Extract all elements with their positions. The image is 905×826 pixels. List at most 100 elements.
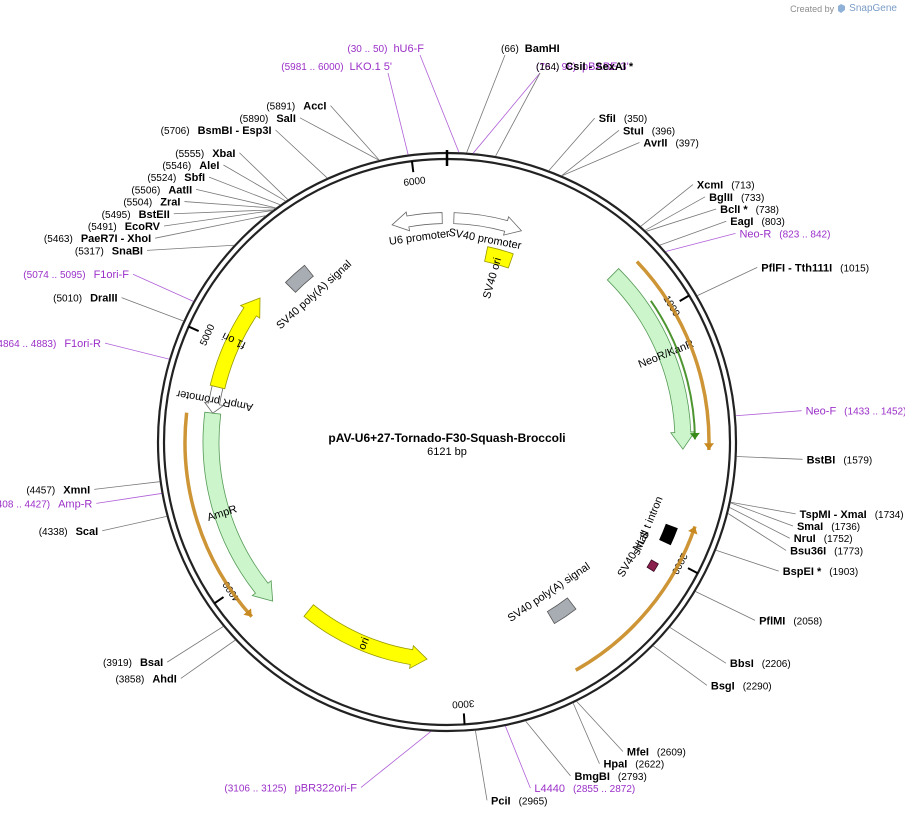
site-position: (738) [756, 205, 779, 216]
enzyme-label-draiii[interactable]: (5010)DraIII [53, 293, 117, 305]
primer-label-hu6-f[interactable]: (30 .. 50)hU6-F [347, 43, 424, 55]
enzyme-label-bbsi[interactable]: BbsI(2206) [730, 658, 791, 670]
feature-neor-kanr[interactable] [606, 267, 696, 450]
feature-sv40-nls[interactable] [646, 559, 659, 572]
leader-line [727, 513, 787, 551]
enzyme-label-xmni[interactable]: (4457)XmnI [26, 484, 90, 496]
feature-sv40-promoter[interactable] [453, 212, 523, 236]
enzyme-label-xbai[interactable]: (5555)XbaI [175, 148, 235, 160]
enzyme-label-bglii[interactable]: BglII(733) [709, 192, 764, 204]
site-name: StuI [623, 125, 644, 137]
site-name: XbaI [212, 148, 235, 160]
enzyme-label-pcii[interactable]: PciI(2965) [491, 795, 547, 807]
enzyme-label-bsu36i[interactable]: Bsu36I(1773) [790, 545, 863, 557]
site-name: pBABE 3' [582, 61, 629, 73]
enzyme-label-tspmi-xmai[interactable]: TspMI - XmaI(1734) [800, 509, 904, 521]
enzyme-label-alei[interactable]: (5546)AleI [162, 160, 219, 172]
site-name: PciI [491, 795, 511, 807]
feature-sv40-poly-a-signal[interactable] [546, 597, 577, 625]
enzyme-label-bamhi[interactable]: (66)BamHI [501, 43, 560, 55]
enzyme-label-xcmi[interactable]: XcmI(713) [697, 180, 755, 192]
leader-line [495, 72, 541, 157]
site-name: AvrII [643, 137, 667, 149]
enzyme-label-sfii[interactable]: SfiI(350) [599, 113, 647, 125]
leader-line [652, 645, 708, 686]
leader-line [472, 72, 541, 154]
enzyme-label-zrai[interactable]: (5504)ZraI [123, 197, 180, 209]
leader-line [132, 273, 194, 302]
leader-line [180, 639, 236, 679]
primer-label-amp-r[interactable]: (4408 .. 4427)Amp-R [0, 498, 92, 510]
enzyme-label-bsgi[interactable]: BsgI(2290) [711, 680, 772, 692]
feature-sv40-ori[interactable] [484, 246, 514, 269]
site-name: F1ori-F [94, 269, 130, 281]
enzyme-label-avrii[interactable]: AvrII(397) [643, 137, 698, 149]
enzyme-label-sbfi[interactable]: (5524)SbfI [147, 172, 205, 184]
enzyme-label-acci[interactable]: (5891)AccI [266, 101, 326, 113]
feature-sv40-poly-a-signal[interactable] [284, 264, 314, 293]
leader-line [275, 129, 328, 179]
leader-line [525, 720, 571, 777]
primer-label-neo-f[interactable]: Neo-F(1433 .. 1452) [806, 406, 905, 418]
tick-label-5000: 5000 [198, 322, 217, 347]
enzyme-label-bmgbi[interactable]: BmgBI(2793) [574, 771, 646, 783]
feature-small-t-intron[interactable] [659, 523, 678, 546]
enzyme-label-hpai[interactable]: HpaI(2622) [603, 759, 664, 771]
enzyme-label-bsteii[interactable]: (5495)BstEII [102, 209, 170, 221]
leader-line [640, 184, 694, 227]
plasmid-name: pAV-U6+27-Tornado-F30-Squash-Broccoli [328, 431, 565, 445]
enzyme-label-paer7i-xhoi[interactable]: (5463)PaeR7I - XhoI [44, 233, 151, 245]
site-name: ScaI [76, 526, 99, 538]
leader-line [669, 627, 727, 664]
site-name: SalI [276, 113, 296, 125]
site-position: (30 .. 50) [347, 44, 387, 55]
primer-binding-arrow [635, 260, 711, 451]
feature-u6-promoter[interactable] [391, 211, 443, 232]
tick-mark-4000 [213, 596, 225, 605]
feature-label-sv40-ori: SV40 ori [481, 256, 504, 300]
enzyme-label-bcli[interactable]: BclI *(738) [720, 204, 779, 216]
feature-ampr[interactable] [202, 411, 274, 602]
feature-ori[interactable] [303, 604, 428, 670]
primer-label-lko-1-5[interactable]: (5981 .. 6000)LKO.1 5' [281, 61, 392, 73]
enzyme-label-nrui[interactable]: NruI(1752) [794, 533, 853, 545]
leader-line [94, 481, 160, 490]
site-position: (2206) [762, 659, 791, 670]
enzyme-label-ecorv[interactable]: (5491)EcoRV [88, 221, 161, 233]
enzyme-label-bsai[interactable]: (3919)BsaI [103, 657, 163, 669]
enzyme-label-pflmi[interactable]: PflMI(2058) [759, 615, 822, 627]
site-position: (5981 .. 6000) [281, 62, 343, 73]
primer-arrowhead [688, 526, 698, 535]
leader-line [360, 731, 432, 788]
enzyme-label-mfei[interactable]: MfeI(2609) [627, 747, 686, 759]
enzyme-label-sali[interactable]: (5890)SalI [239, 113, 295, 125]
primer-label-pbabe-3[interactable]: (78 .. 98)pBABE 3' [536, 61, 629, 73]
enzyme-label-aatii[interactable]: (5506)AatII [131, 184, 192, 196]
tick-mark-5000 [188, 325, 200, 332]
primer-label-l4440[interactable]: L4440(2855 .. 2872) [534, 783, 635, 795]
enzyme-label-ahdi[interactable]: (3858)AhdI [115, 673, 176, 685]
enzyme-label-stui[interactable]: StuI(396) [623, 125, 675, 137]
primer-label-f1ori-r[interactable]: (4864 .. 4883)F1ori-R [0, 338, 101, 350]
primer-label-neo-r[interactable]: Neo-R(823 .. 842) [739, 228, 830, 240]
site-position: (823 .. 842) [779, 229, 830, 240]
enzyme-label-csii-sexai[interactable]: (164)CsiI - SexAI * [536, 61, 634, 73]
primer-label-f1ori-f[interactable]: (5074 .. 5095)F1ori-F [23, 269, 129, 281]
leader-line [223, 164, 286, 202]
enzyme-label-smai[interactable]: SmaI(1736) [797, 521, 860, 533]
tick-label-3000: 3000 [451, 697, 474, 709]
enzyme-label-scai[interactable]: (4338)ScaI [39, 526, 99, 538]
feature-f1-ori[interactable] [209, 297, 261, 390]
site-position: (1734) [875, 510, 904, 521]
site-position: (4408 .. 4427) [0, 499, 50, 510]
enzyme-label-bsmbi-esp3i[interactable]: (5706)BsmBI - Esp3I [161, 125, 272, 137]
enzyme-label-eagi[interactable]: EagI(803) [730, 216, 785, 228]
primer-label-pbr322ori-f[interactable]: (3106 .. 3125)pBR322ori-F [224, 782, 357, 794]
enzyme-label-snabi[interactable]: (5317)SnaBI [75, 245, 143, 257]
leader-line [155, 215, 266, 239]
site-name: AhdI [152, 673, 176, 685]
enzyme-label-bstbi[interactable]: BstBI(1579) [807, 454, 873, 466]
enzyme-label-bspei[interactable]: BspEI *(1903) [783, 566, 858, 578]
enzyme-label-pflfi-tth111i[interactable]: PflFI - Tth111I(1015) [761, 262, 869, 274]
leader-line [505, 725, 531, 789]
